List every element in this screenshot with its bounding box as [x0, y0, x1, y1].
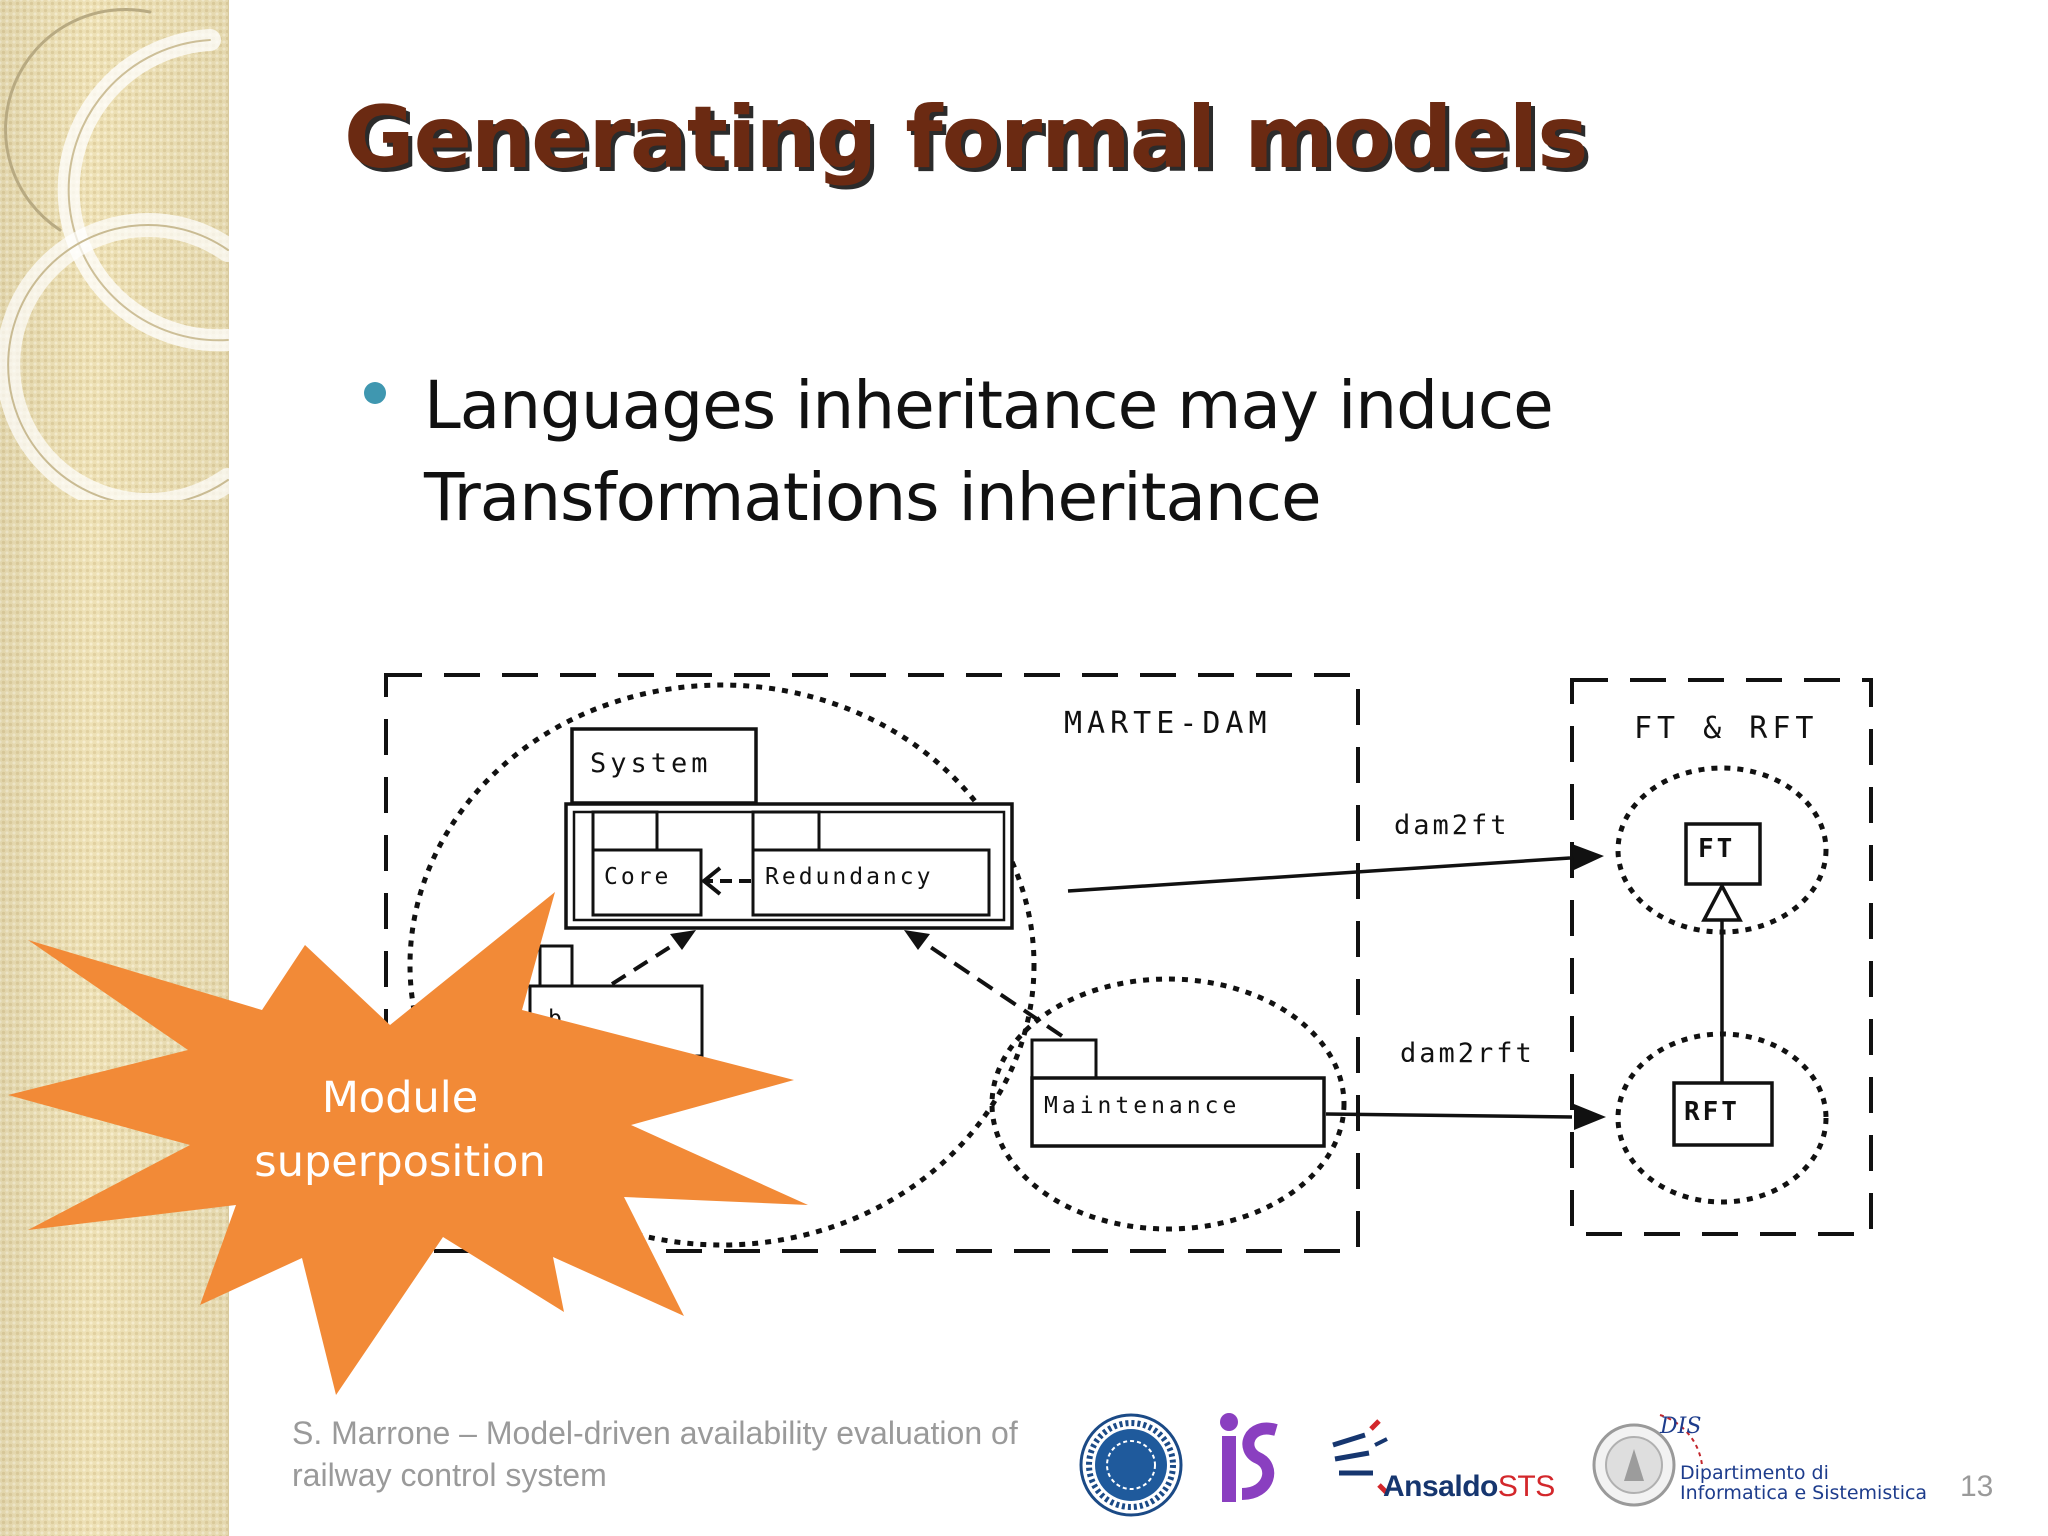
redundancy-package-label: Redundancy: [765, 864, 933, 890]
redundancy-package-body: [751, 848, 991, 917]
dam2ft-label: dam2ft: [1394, 810, 1510, 841]
marte-dam-label: MARTE-DAM: [1064, 706, 1272, 741]
core-package-label: Core: [604, 864, 671, 890]
rft-box-label: RFT: [1684, 1097, 1740, 1127]
hidden-core-dependency: [610, 940, 680, 986]
redundancy-core-arrowhead: [700, 866, 722, 896]
maintenance-redundancy-dependency: [924, 942, 1064, 1038]
system-package-label: System: [590, 748, 712, 779]
dam2ft-arrowhead: [1572, 844, 1604, 870]
ips-logo: [1220, 1413, 1278, 1502]
callout-burst: [8, 892, 808, 1395]
maintenance-ellipse: [989, 976, 1347, 1232]
marte-dam-region: [384, 673, 1360, 1253]
dam2ft-arrow: [1067, 856, 1571, 893]
dis-logo: DIS Dipartimento di Informatica e Sistem…: [1590, 1405, 1927, 1515]
maintenance-package-body: [1030, 1076, 1326, 1148]
dis-seal-icon: DIS: [1592, 1414, 1703, 1507]
core-package-body: [591, 848, 703, 917]
ft-rft-region: [1570, 678, 1873, 1236]
maintenance-redundancy-arrowhead: [904, 930, 930, 950]
ansaldo-swirl-icon: [1332, 1419, 1389, 1495]
callout-label: Module superposition: [254, 1073, 546, 1187]
ft-rft-label: FT & RFT: [1634, 711, 1819, 746]
dis-wordmark: Dipartimento di Informatica e Sistemisti…: [1680, 1463, 1927, 1503]
dam2rft-arrow: [1325, 1112, 1573, 1119]
decorative-rings: [0, 8, 240, 500]
rft-box: [1672, 1081, 1774, 1147]
rft-ft-generalization-arrowhead: [1701, 882, 1743, 922]
bullet-icon: [364, 382, 386, 404]
matematica-seal-logo: [1079, 1413, 1183, 1517]
slide-title: Generating formal models: [344, 88, 1588, 188]
callout-burst-shape: [8, 892, 808, 1395]
dam2rft-arrowhead: [1574, 1104, 1606, 1130]
core-package-tab: [591, 810, 659, 852]
hidden-package-tab: [538, 944, 574, 988]
system-ellipse: [407, 682, 1037, 1248]
ansaldo-main: Ansaldo: [1383, 1470, 1498, 1503]
dis-line1: Dipartimento di: [1680, 1462, 1829, 1484]
side-band: [0, 0, 229, 1536]
ft-box-label: FT: [1698, 834, 1735, 864]
maintenance-package-label: Maintenance: [1044, 1093, 1240, 1119]
redundancy-package-tab: [751, 810, 821, 852]
dis-line2: Informatica e Sistemistica: [1680, 1482, 1928, 1504]
side-band-shade: [0, 0, 228, 1536]
ansaldo-wordmark: AnsaldoSTS: [1383, 1470, 1555, 1504]
dam2rft-label: dam2rft: [1400, 1038, 1535, 1069]
system-package-tab: [570, 727, 758, 805]
transformation-diagram: MARTE-DAM FT & RFT System Core Redundanc…: [384, 673, 1873, 1253]
bullet-text: Languages inheritance may induce Transfo…: [424, 367, 1554, 536]
ansaldo-suffix: STS: [1497, 1470, 1555, 1503]
hidden-core-arrowhead: [670, 930, 696, 950]
ansaldo-sts-logo: AnsaldoSTS: [1325, 1415, 1575, 1510]
page-number: 13: [1960, 1470, 1994, 1503]
dis-mark: DIS: [1659, 1414, 1701, 1439]
maintenance-package-tab: [1030, 1038, 1098, 1080]
footer-text: S. Marrone – Model-driven availability e…: [292, 1415, 1018, 1493]
ft-box: [1684, 822, 1762, 886]
